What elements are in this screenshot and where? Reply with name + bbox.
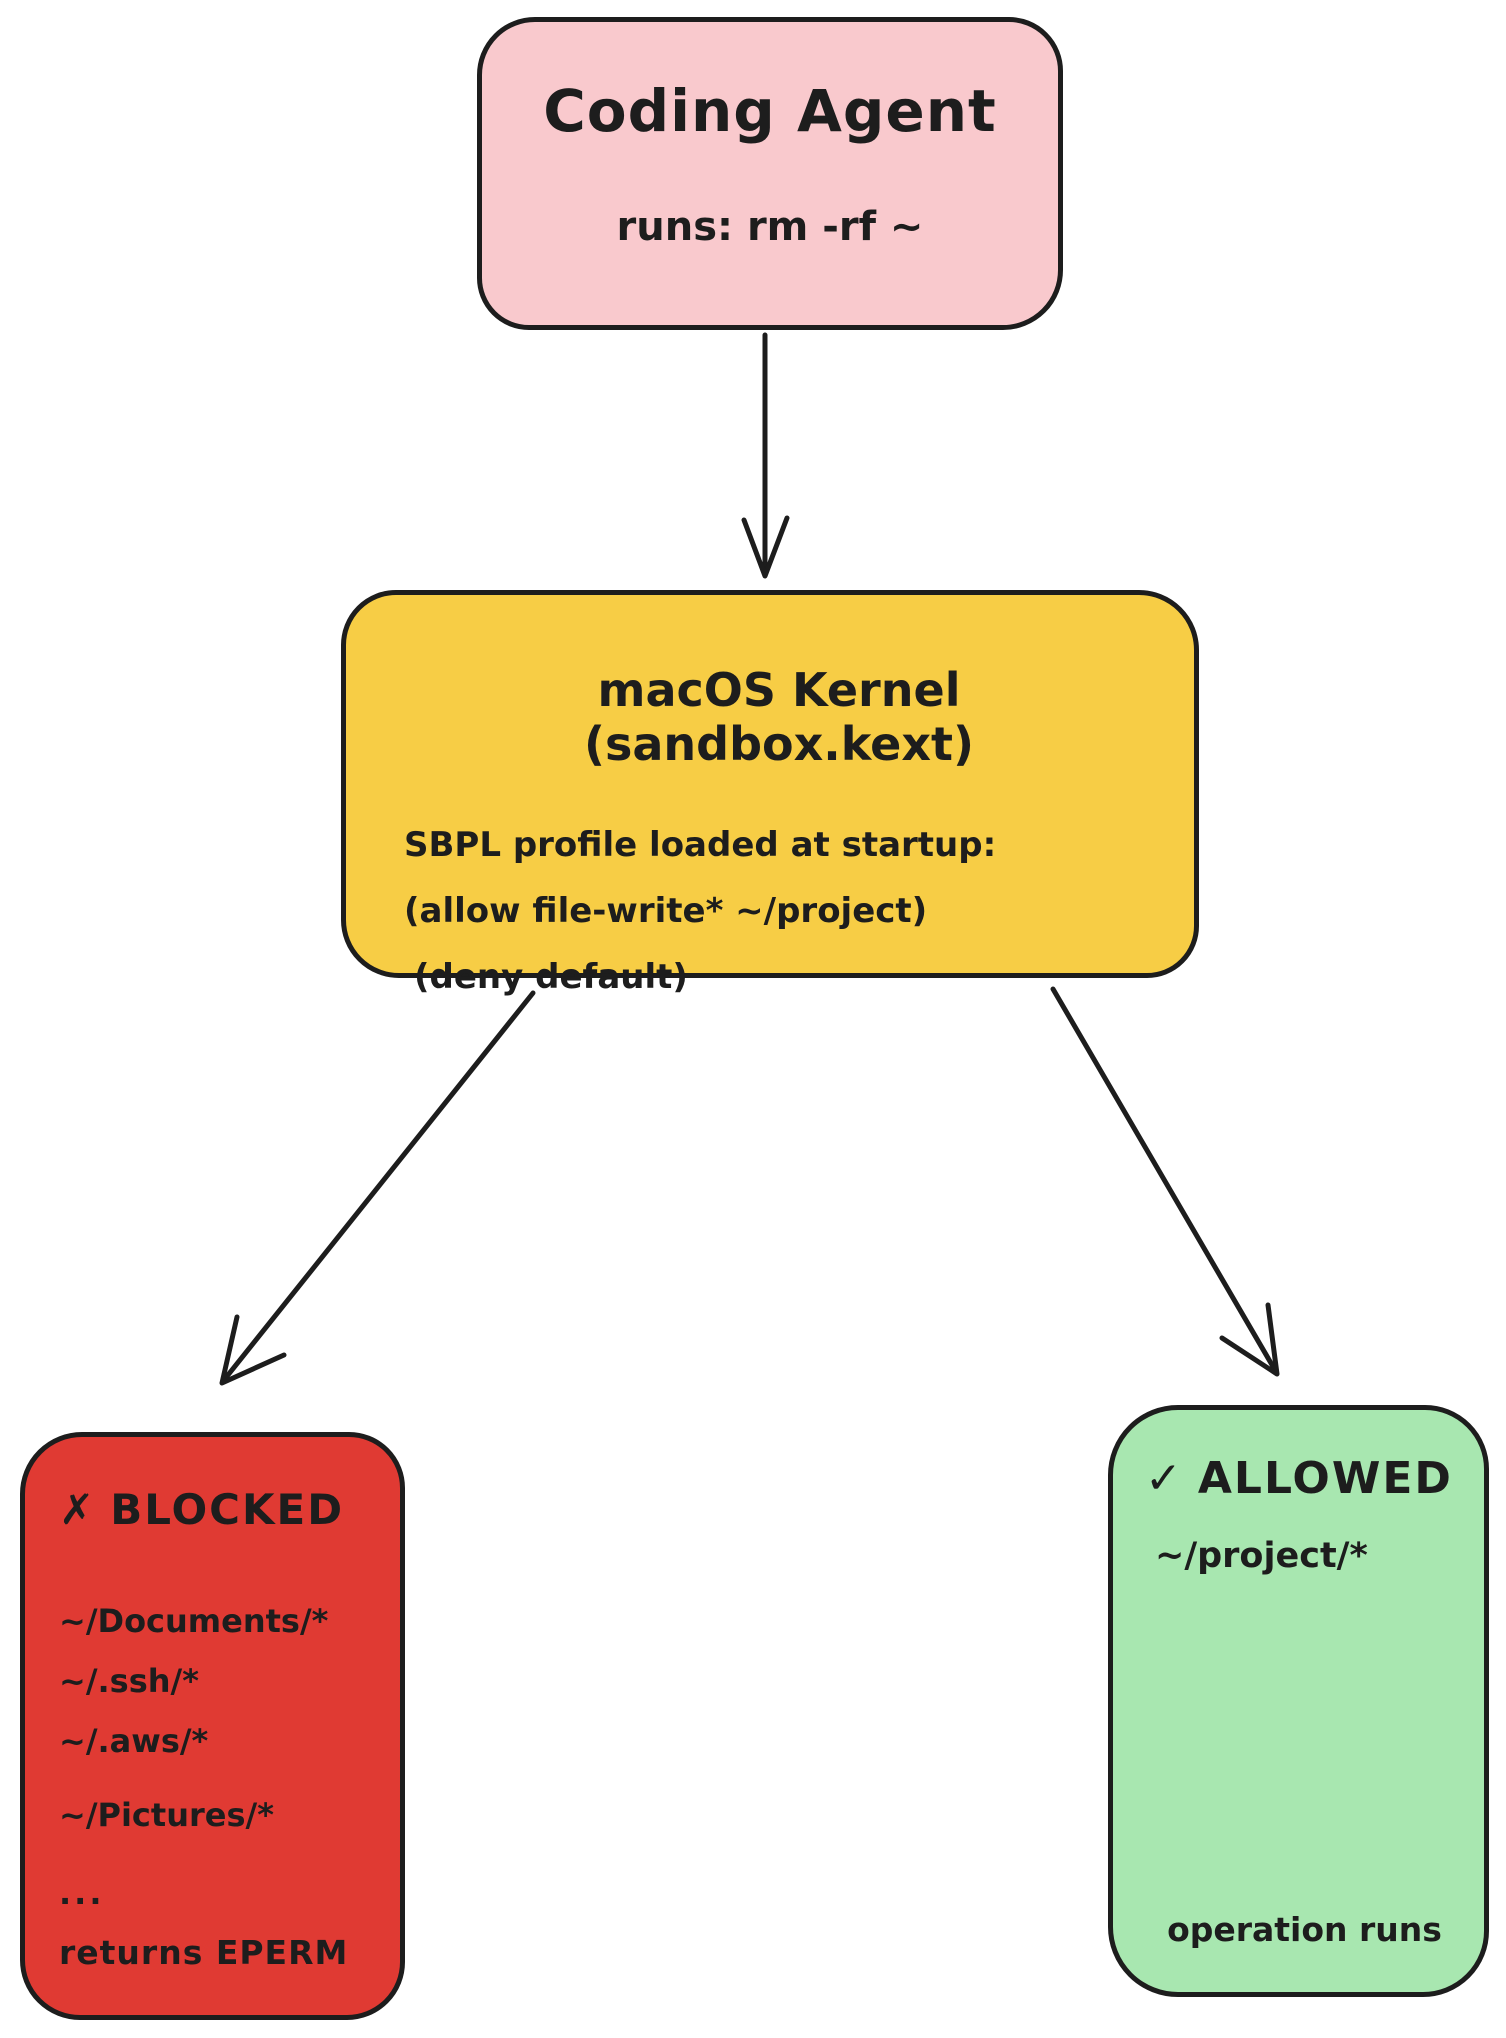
arrow-kernel-to-allowed [1050, 986, 1280, 1377]
allowed-label: ALLOWED [1197, 1453, 1453, 1504]
allowed-check-icon: ✓ [1145, 1453, 1184, 1504]
kernel-title: macOS Kernel (sandbox.kext) [583, 663, 975, 771]
kernel-profile-line: SBPL profile loaded at startup: [404, 825, 997, 865]
node-macos-kernel: macOS Kernel (sandbox.kext) SBPL profile… [341, 590, 1199, 997]
blocked-x-icon: ✗ [59, 1485, 97, 1534]
arrow-kernel-to-blocked [219, 990, 536, 1386]
blocked-result: returns EPERM [59, 1933, 349, 1972]
blocked-path: ~/Pictures/* [59, 1796, 274, 1834]
kernel-profile-line: (allow file-write* ~/project) [404, 891, 928, 931]
blocked-header: ✗ BLOCKED [59, 1485, 380, 1535]
allowed-result: operation runs [1167, 1910, 1442, 1949]
node-allowed: ✓ ALLOWED ~/project/* operation runs [1108, 1405, 1489, 1997]
blocked-path: ~/.aws/* [59, 1722, 209, 1760]
blocked-path-ellipsis: ... [59, 1874, 105, 1912]
node-coding-agent: Coding Agent runs: rm -rf ~ [477, 17, 1063, 330]
blocked-path: ~/Documents/* [59, 1602, 329, 1640]
spacer [59, 1915, 380, 1933]
blocked-label: BLOCKED [110, 1485, 345, 1534]
arrow-agent-to-kernel [741, 332, 790, 579]
blocked-path-list: ~/Documents/* ~/.ssh/* ~/.aws/* ~/Pictur… [59, 1583, 380, 1915]
allowed-header: ✓ ALLOWED [1145, 1454, 1464, 1504]
kernel-profile-line: (deny default) [414, 957, 688, 997]
coding-agent-command: runs: rm -rf ~ [616, 204, 924, 250]
spacer [1145, 1578, 1464, 1910]
node-blocked: ✗ BLOCKED ~/Documents/* ~/.ssh/* ~/.aws/*… [20, 1432, 405, 2020]
blocked-path: ~/.ssh/* [59, 1662, 199, 1700]
allowed-path: ~/project/* [1155, 1536, 1368, 1576]
coding-agent-title: Coding Agent [543, 77, 997, 145]
kernel-profile-lines: SBPL profile loaded at startup: (allow f… [404, 799, 1154, 997]
